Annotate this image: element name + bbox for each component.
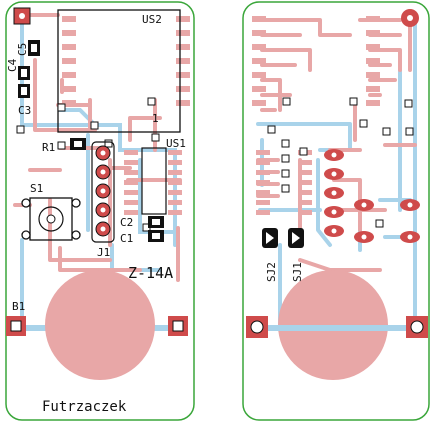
front-vias (16, 97, 160, 232)
us1-label: US1 (166, 137, 186, 150)
back-header-pads (324, 149, 344, 237)
us2-pads (62, 16, 190, 106)
battery-b1 (6, 270, 188, 380)
s1-switch (21, 197, 81, 241)
j1-header (91, 141, 115, 243)
back-vias (267, 97, 414, 228)
back-module-pads (252, 16, 380, 106)
us2-label: US2 (142, 13, 162, 26)
battery-back (246, 270, 428, 380)
s1-label: S1 (30, 182, 43, 195)
c4-label: C4 (6, 58, 19, 72)
front-caps (18, 40, 164, 242)
back-board: SJ2 SJ1 (242, 1, 430, 421)
pin1-label: 1 (152, 112, 159, 125)
back-switch-pads (354, 199, 420, 243)
us1-pads (124, 150, 182, 215)
model-label: Z-14A (128, 264, 173, 282)
us1-outline (141, 147, 167, 215)
footer-label: Futrzaczek (42, 399, 127, 415)
sj2-label: SJ2 (265, 262, 278, 282)
r1-label: R1 (42, 141, 55, 154)
front-board: US2 1 US1 C5 C4 C3 R1 S1 C2 C1 J1 Z-14A … (5, 1, 195, 421)
sj1-label: SJ1 (291, 262, 304, 282)
c3-label: C3 (18, 104, 31, 117)
j1-label: J1 (97, 246, 110, 259)
c1-label: C1 (120, 232, 133, 245)
c2-label: C2 (120, 216, 133, 229)
solder-jumpers (262, 228, 304, 248)
us2-outline (57, 9, 181, 133)
c5-label: C5 (16, 43, 29, 56)
b1-label: B1 (12, 300, 25, 313)
